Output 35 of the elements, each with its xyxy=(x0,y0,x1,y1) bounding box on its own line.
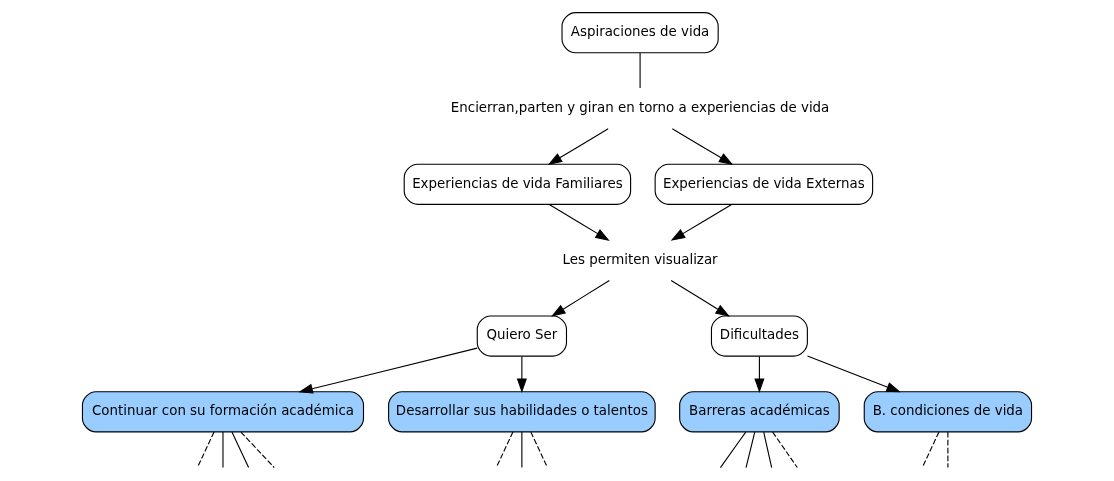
arrow xyxy=(671,128,734,166)
arrow xyxy=(547,128,609,166)
arrow xyxy=(516,355,527,393)
connector xyxy=(196,431,215,469)
connector xyxy=(921,431,940,469)
node-box: Continuar con su formación académica xyxy=(81,391,365,433)
connector xyxy=(639,52,641,89)
connector xyxy=(240,431,275,469)
arrow xyxy=(806,355,901,393)
arrow xyxy=(754,355,765,393)
node-box: Aspiraciones de vida xyxy=(561,12,719,54)
arrow xyxy=(298,347,478,394)
node-text: Encierran,parten y giran en torno a experiencias de vida xyxy=(450,99,830,115)
connector xyxy=(763,431,773,469)
node-box: Barreras académicas xyxy=(679,391,840,433)
connector xyxy=(745,431,756,469)
arrow xyxy=(670,279,730,317)
node-box: Desarrollar sus habilidades o talentos xyxy=(388,391,656,433)
connector xyxy=(521,431,523,469)
connector xyxy=(530,431,549,469)
node-text: Les permiten visualizar xyxy=(562,251,718,267)
connector xyxy=(222,431,224,469)
connector xyxy=(719,431,747,469)
arrow xyxy=(551,279,610,317)
connector xyxy=(495,431,514,469)
connector xyxy=(772,431,798,469)
arrow xyxy=(670,204,733,241)
node-box: Quiero Ser xyxy=(476,315,568,357)
arrow xyxy=(548,204,610,241)
connector xyxy=(947,431,949,469)
connector xyxy=(231,431,250,469)
node-box: B. condiciones de vida xyxy=(863,391,1033,433)
node-box: Dificultades xyxy=(710,315,808,357)
node-box: Experiencias de vida Externas xyxy=(654,163,874,205)
node-box: Experiencias de vida Familiares xyxy=(403,163,632,205)
